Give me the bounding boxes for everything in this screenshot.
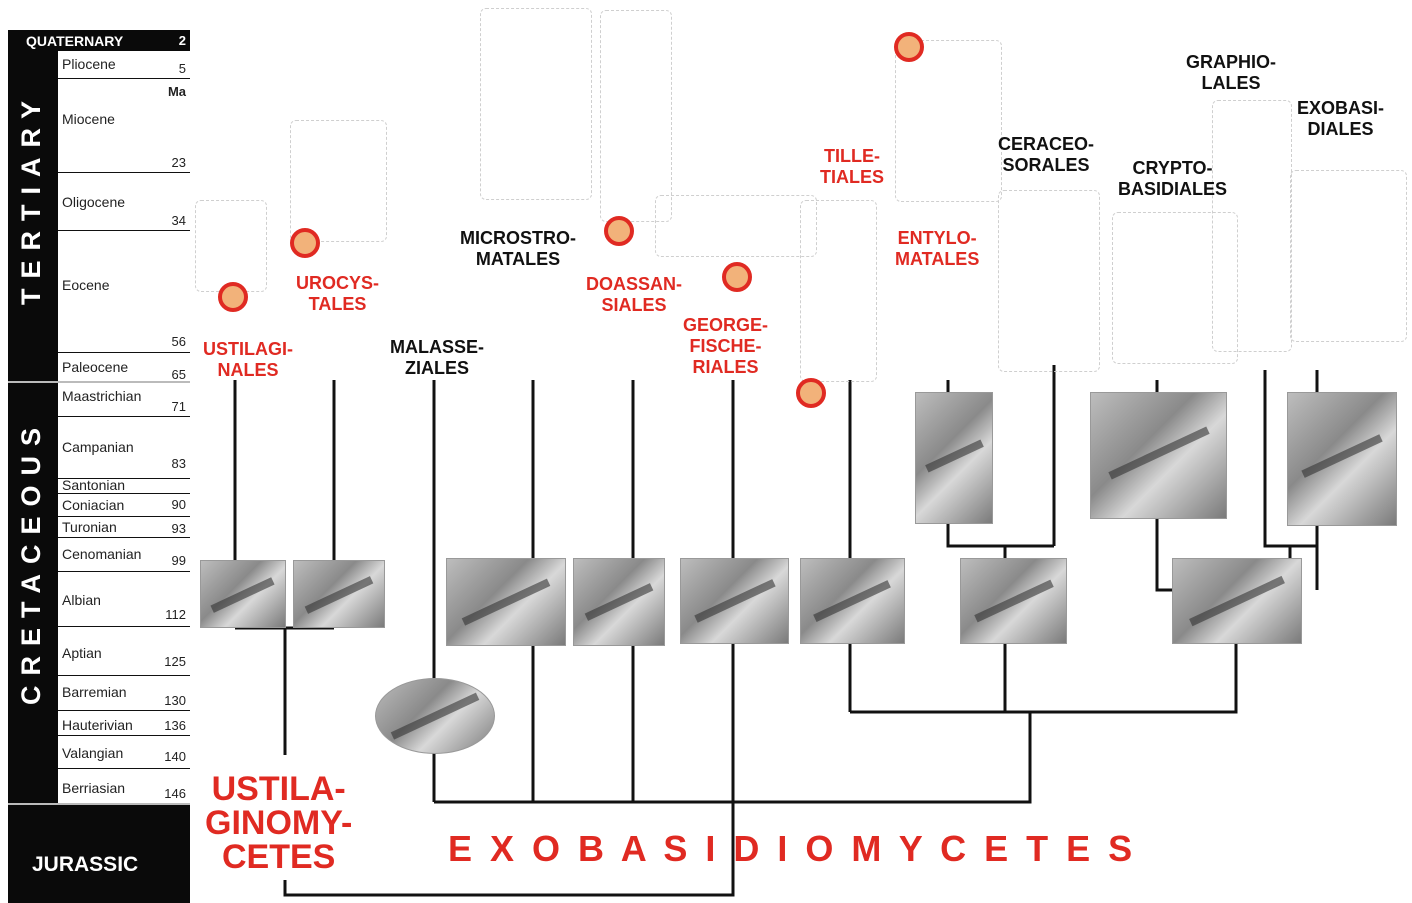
highlight-marker [722,262,752,292]
illustration-exobasidiales [1290,170,1407,342]
taxon-malasseziales: MALASSE- ZIALES [390,337,484,379]
micrograph [1172,558,1302,644]
micrograph [573,558,665,646]
illustration-doassansiales [600,10,672,222]
illustration-microstromatales [480,8,592,200]
highlight-marker [894,32,924,62]
taxon-urocystales: UROCYS- TALES [296,273,379,315]
highlight-marker [796,378,826,408]
taxon-entylomatales: ENTYLO- MATALES [895,228,979,270]
micrograph [446,558,566,646]
illustration-urocystales [290,120,387,242]
micrograph [915,392,993,524]
illustration-tilletiales [800,200,877,382]
micrograph [960,558,1067,644]
taxon-doassansiales: DOASSAN- SIALES [586,274,682,316]
taxon-tilletiales: TILLE- TIALES [820,146,884,188]
taxon-exobasidiales: EXOBASI- DIALES [1297,98,1384,140]
taxon-ceraceosorales: CERACEO- SORALES [998,134,1094,176]
micrograph-malasseziales-cell [375,678,495,754]
micrograph [800,558,905,644]
highlight-marker [604,216,634,246]
illustration-ustilaginales [195,200,267,292]
class-exobasidiomycetes: E X O B A S I D I O M Y C E T E S [448,828,1136,870]
micrograph [200,560,286,628]
node-ustilaginomycetes [235,628,334,755]
node-upper-clade [850,640,1236,712]
highlight-marker [290,228,320,258]
illustration-ceraceosorales [998,190,1100,372]
illustration-entylomatales [895,40,1002,202]
illustration-georgefischeriales [655,195,817,257]
micrograph [1287,392,1397,526]
taxon-graphiolales: GRAPHIO- LALES [1186,52,1276,94]
taxon-ustilaginales: USTILAGI- NALES [203,339,293,381]
taxon-georgefischeriales: GEORGE- FISCHE- RIALES [683,315,768,378]
class-ustilaginomycetes: USTILA- GINOMY- CETES [205,772,352,874]
micrograph [1090,392,1227,519]
taxon-microstromatales: MICROSTRO- MATALES [460,228,576,270]
micrograph [680,558,789,644]
micrograph [293,560,385,628]
illustration-graphiolales [1212,100,1292,352]
taxon-cryptobasidiales: CRYPTO- BASIDIALES [1118,158,1227,200]
highlight-marker [218,282,248,312]
